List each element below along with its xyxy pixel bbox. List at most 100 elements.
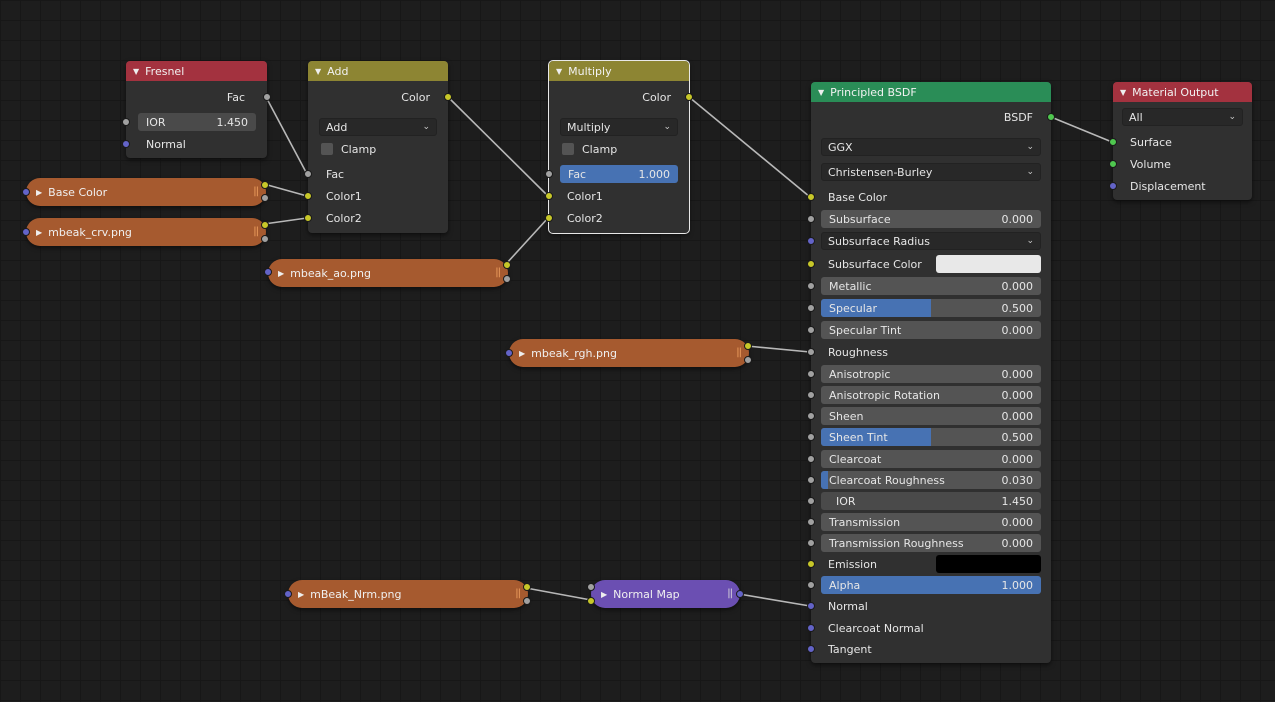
clearcoat-field[interactable]: Clearcoat 0.000	[821, 450, 1041, 468]
subsurface-method-dropdown[interactable]: Christensen-Burley ⌄	[821, 163, 1041, 181]
normal-map-node[interactable]: ▶ Normal Map ||	[591, 580, 740, 608]
fresnel-ior-socket[interactable]	[122, 118, 130, 126]
mbeak-crv-vector-socket[interactable]	[22, 228, 30, 236]
expand-arrow-icon[interactable]: ▶	[278, 268, 285, 278]
principled-ior-field[interactable]: IOR 1.450	[821, 492, 1041, 510]
multiply-color2-socket[interactable]	[545, 214, 553, 222]
anisotropic-field[interactable]: Anisotropic 0.000	[821, 365, 1041, 383]
specular-slider[interactable]: Specular 0.500	[821, 299, 1041, 317]
add-color-out-socket[interactable]	[444, 93, 452, 101]
multiply-color-out-socket[interactable]	[685, 93, 693, 101]
collapse-arrow-icon[interactable]: ▼	[556, 66, 563, 76]
transmission-socket[interactable]	[807, 518, 815, 526]
mbeak-nrm-color-socket[interactable]	[523, 583, 531, 591]
emission-socket[interactable]	[807, 560, 815, 568]
mbeak-crv-image-node[interactable]: ▶ mbeak_crv.png ||	[26, 218, 266, 246]
sheen-tint-slider[interactable]: Sheen Tint 0.500	[821, 428, 1041, 446]
normal-socket[interactable]	[807, 602, 815, 610]
base-color-alpha-socket[interactable]	[261, 194, 269, 202]
multiply-clamp-row[interactable]: Clamp	[562, 139, 617, 159]
multiply-blend-mode-dropdown[interactable]: Multiply ⌄	[560, 118, 678, 136]
base-color-color-socket[interactable]	[261, 181, 269, 189]
alpha-slider[interactable]: Alpha 1.000	[821, 576, 1041, 594]
multiply-color1-socket[interactable]	[545, 192, 553, 200]
clearcoat-roughness-slider[interactable]: Clearcoat Roughness 0.030	[821, 471, 1041, 489]
output-target-dropdown[interactable]: All ⌄	[1122, 108, 1243, 126]
multiply-mix-node[interactable]: ▼ Multiply Color Multiply ⌄ Clamp Fac 1.…	[545, 60, 693, 234]
expand-arrow-icon[interactable]: ▶	[36, 227, 43, 237]
expand-arrow-icon[interactable]: ▶	[36, 187, 43, 197]
material-output-node[interactable]: ▼ Material Output All ⌄ Surface Volume D…	[1109, 82, 1252, 200]
principled-bsdf-out-socket[interactable]	[1047, 113, 1055, 121]
mbeak-nrm-vector-socket[interactable]	[284, 590, 292, 598]
mbeak-ao-color-socket[interactable]	[503, 261, 511, 269]
add-fac-socket[interactable]	[304, 170, 312, 178]
anisotropic-rotation-field[interactable]: Anisotropic Rotation 0.000	[821, 386, 1041, 404]
base-color-vector-socket[interactable]	[22, 188, 30, 196]
specular-tint-field[interactable]: Specular Tint 0.000	[821, 321, 1041, 339]
multiply-clamp-checkbox[interactable]	[562, 143, 574, 155]
material-output-header[interactable]: ▼ Material Output	[1113, 82, 1252, 102]
add-node-header[interactable]: ▼ Add	[308, 61, 448, 81]
add-blend-mode-dropdown[interactable]: Add ⌄	[319, 118, 437, 136]
add-clamp-checkbox[interactable]	[321, 143, 333, 155]
mbeak-rgh-vector-socket[interactable]	[505, 349, 513, 357]
mbeak-rgh-image-node[interactable]: ▶ mbeak_rgh.png ||	[509, 339, 749, 367]
alpha-socket[interactable]	[807, 581, 815, 589]
sheen-socket[interactable]	[807, 412, 815, 420]
multiply-node-header[interactable]: ▼ Multiply	[549, 61, 689, 81]
transmission-field[interactable]: Transmission 0.000	[821, 513, 1041, 531]
base-color-image-node[interactable]: ▶ Base Color ||	[26, 178, 266, 206]
collapse-arrow-icon[interactable]: ▼	[133, 66, 140, 76]
principled-ior-socket[interactable]	[807, 497, 815, 505]
distribution-dropdown[interactable]: GGX ⌄	[821, 138, 1041, 156]
mbeak-crv-color-socket[interactable]	[261, 221, 269, 229]
collapse-arrow-icon[interactable]: ▼	[1120, 87, 1127, 97]
anisotropic-rotation-socket[interactable]	[807, 391, 815, 399]
multiply-fac-socket[interactable]	[545, 170, 553, 178]
metallic-field[interactable]: Metallic 0.000	[821, 277, 1041, 295]
sheen-field[interactable]: Sheen 0.000	[821, 407, 1041, 425]
mbeak-ao-alpha-socket[interactable]	[503, 275, 511, 283]
fresnel-fac-socket[interactable]	[263, 93, 271, 101]
collapse-arrow-icon[interactable]: ▼	[818, 87, 825, 97]
fresnel-normal-socket[interactable]	[122, 140, 130, 148]
normal-map-color-socket[interactable]	[587, 597, 595, 605]
mbeak-crv-alpha-socket[interactable]	[261, 235, 269, 243]
roughness-socket[interactable]	[807, 348, 815, 356]
displacement-socket[interactable]	[1109, 182, 1117, 190]
expand-arrow-icon[interactable]: ▶	[298, 589, 305, 599]
fresnel-ior-field[interactable]: IOR 1.450	[138, 113, 256, 131]
anisotropic-socket[interactable]	[807, 370, 815, 378]
surface-socket[interactable]	[1109, 138, 1117, 146]
volume-socket[interactable]	[1109, 160, 1117, 168]
subsurface-field[interactable]: Subsurface 0.000	[821, 210, 1041, 228]
sheen-tint-socket[interactable]	[807, 433, 815, 441]
clearcoat-socket[interactable]	[807, 455, 815, 463]
clearcoat-roughness-socket[interactable]	[807, 476, 815, 484]
clearcoat-normal-socket[interactable]	[807, 624, 815, 632]
mbeak-ao-vector-socket[interactable]	[264, 268, 272, 276]
subsurface-radius-dropdown[interactable]: Subsurface Radius ⌄	[821, 232, 1041, 250]
normal-map-strength-socket[interactable]	[587, 583, 595, 591]
mbeak-rgh-color-socket[interactable]	[744, 342, 752, 350]
multiply-fac-slider[interactable]: Fac 1.000	[560, 165, 678, 183]
mbeak-ao-image-node[interactable]: ▶ mbeak_ao.png ||	[268, 259, 508, 287]
subsurface-socket[interactable]	[807, 215, 815, 223]
expand-arrow-icon[interactable]: ▶	[519, 348, 526, 358]
fresnel-node[interactable]: ▼ Fresnel Fac IOR 1.450 Normal	[122, 61, 271, 158]
specular-socket[interactable]	[807, 304, 815, 312]
mbeak-nrm-alpha-socket[interactable]	[523, 597, 531, 605]
transmission-roughness-socket[interactable]	[807, 539, 815, 547]
principled-node-header[interactable]: ▼ Principled BSDF	[811, 82, 1051, 102]
collapse-arrow-icon[interactable]: ▼	[315, 66, 322, 76]
expand-arrow-icon[interactable]: ▶	[601, 589, 608, 599]
subsurface-color-socket[interactable]	[807, 260, 815, 268]
emission-color-swatch[interactable]	[936, 555, 1041, 573]
tangent-socket[interactable]	[807, 645, 815, 653]
subsurface-color-swatch[interactable]	[936, 255, 1041, 273]
normal-map-normal-out-socket[interactable]	[736, 590, 744, 598]
add-color2-socket[interactable]	[304, 214, 312, 222]
metallic-socket[interactable]	[807, 282, 815, 290]
subsurface-radius-socket[interactable]	[807, 237, 815, 245]
